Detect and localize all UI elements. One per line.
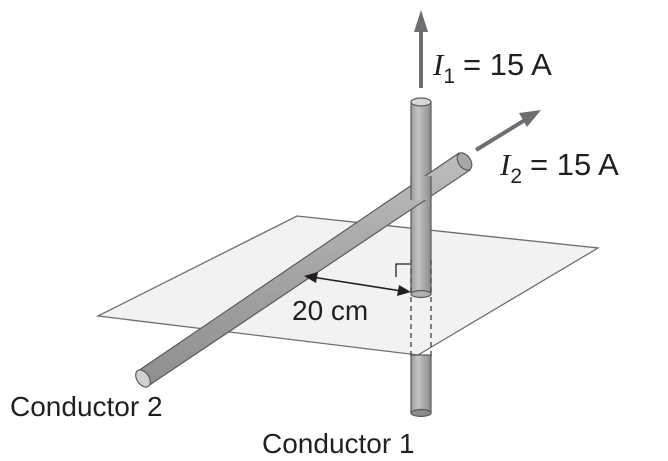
conductor-1-label: Conductor 1: [262, 428, 415, 459]
current-2-arrow: [474, 110, 541, 152]
conductor-1-hidden-dashed: [410, 260, 432, 357]
conductor-1-front-segment: [411, 176, 431, 200]
current-1-arrow: [414, 10, 428, 88]
right-angle-marker: [395, 263, 410, 277]
conductor-2: [135, 152, 473, 388]
distance-label: 20 cm: [292, 295, 368, 326]
current-1-label: I1= 15 A: [432, 47, 552, 88]
conductor-1-lower: [410, 354, 432, 418]
current-2-label: I2= 15 A: [499, 147, 619, 188]
distance-arrow: [304, 272, 411, 296]
conductor-2-label: Conductor 2: [10, 391, 163, 422]
